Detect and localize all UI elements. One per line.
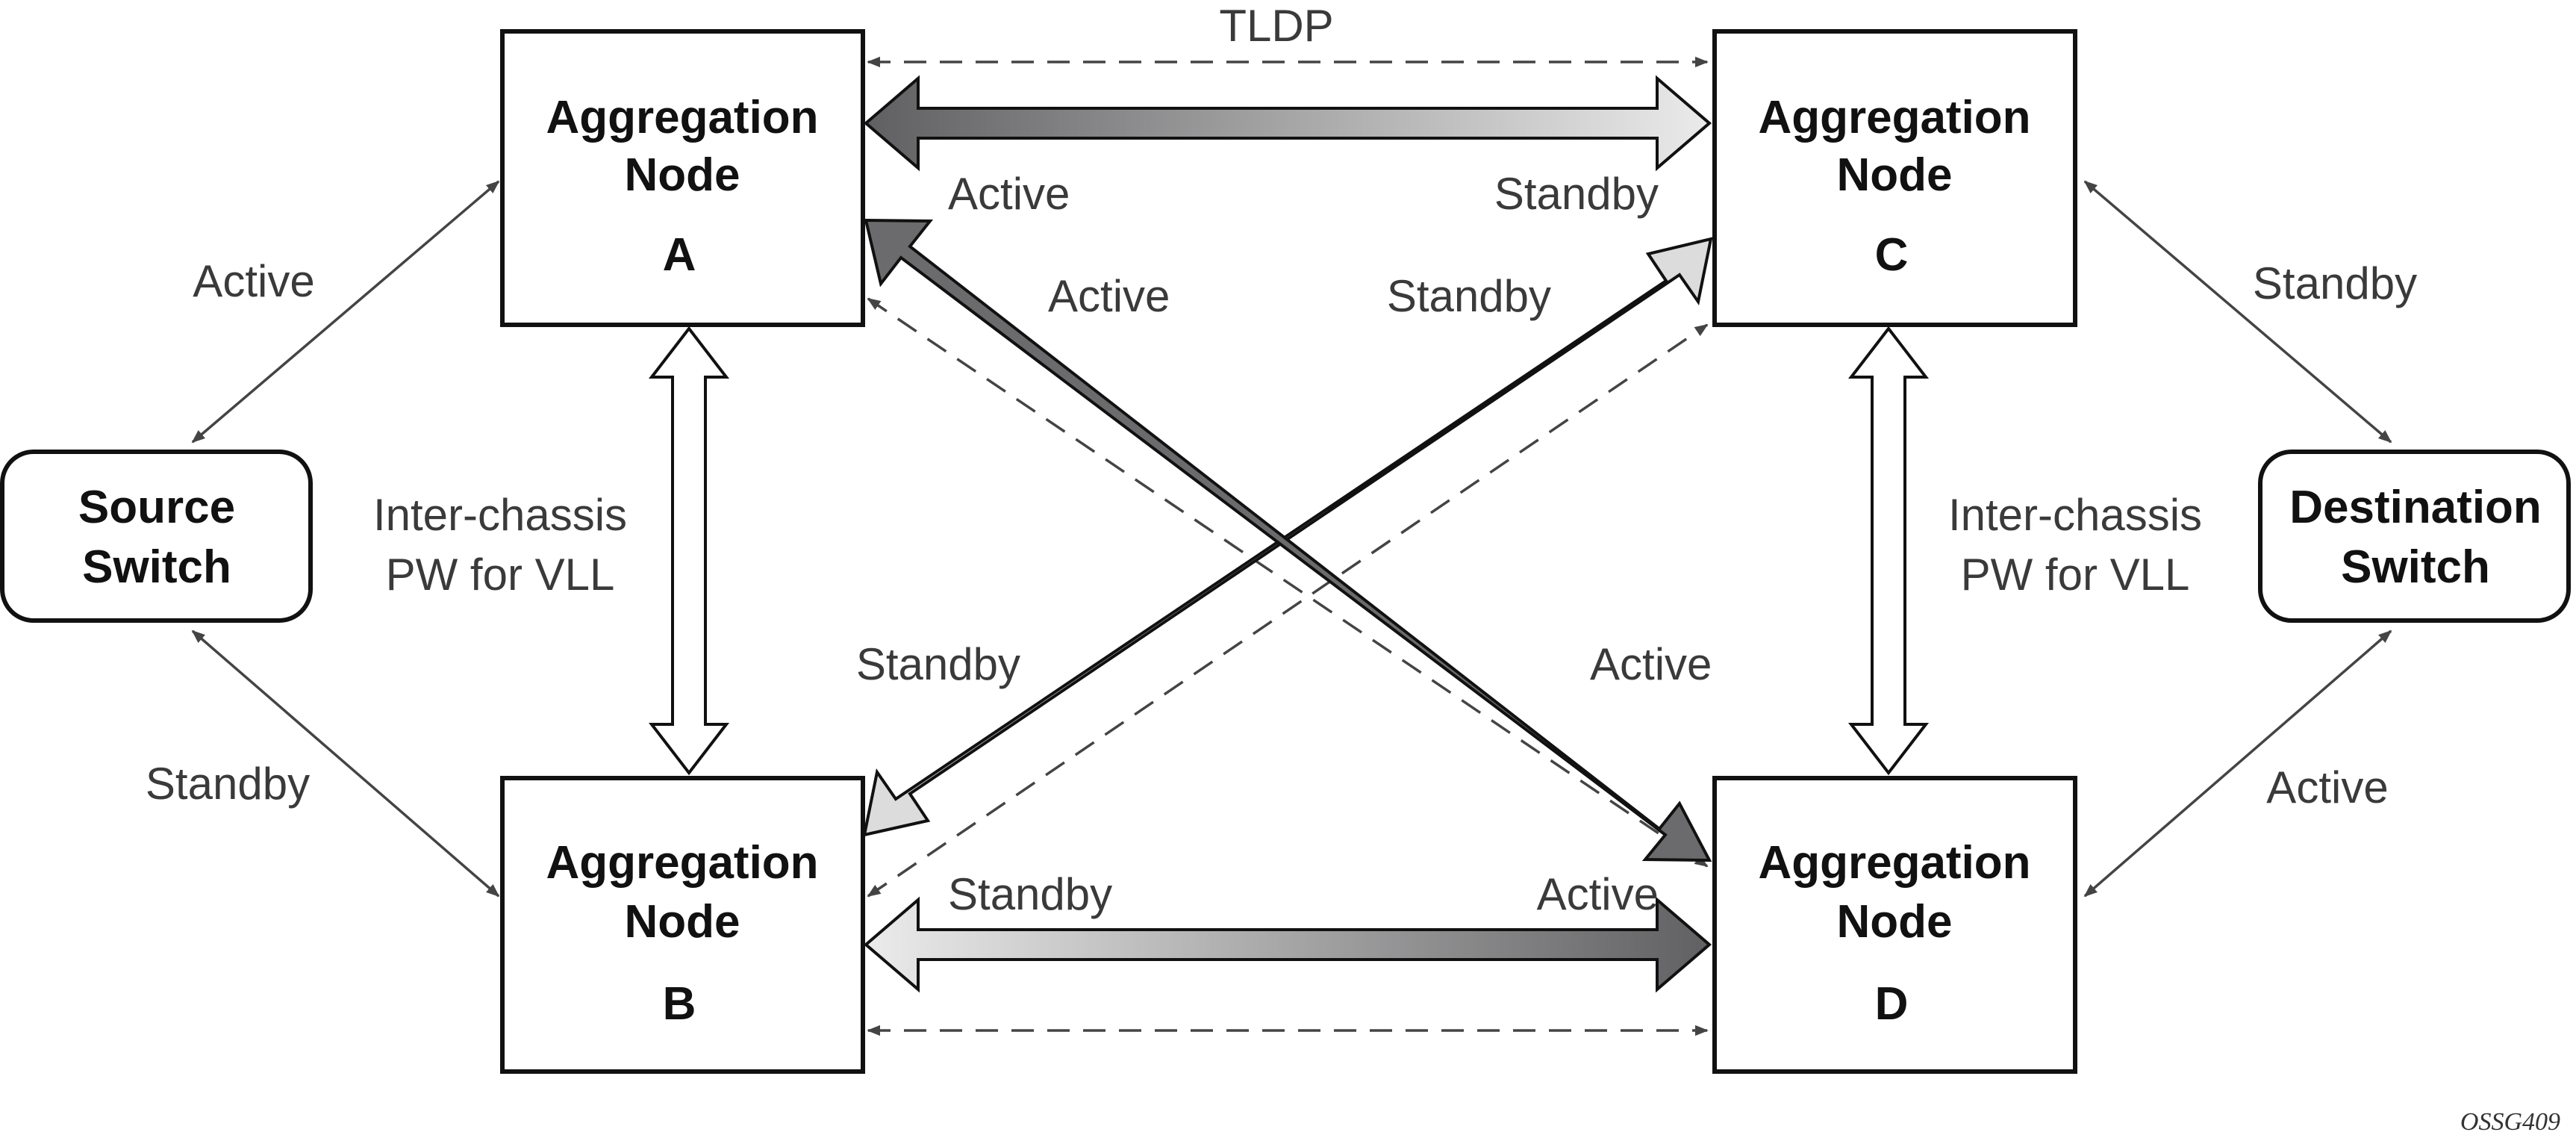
access-link-source-b (191, 629, 500, 898)
node-b-line2: Node (625, 896, 740, 948)
pw-arrow-b-c (862, 237, 1713, 837)
tldp-link-bc (867, 323, 1709, 898)
ad-d-state-label: Active (1590, 639, 1712, 689)
pw-arrow-a-c (863, 75, 1712, 172)
interchassis-right-line1: Inter-chassis (1948, 490, 2202, 540)
interchassis-left-line1: Inter-chassis (373, 490, 627, 540)
tldp-label: TLDP (1219, 1, 1333, 51)
tldp-link-ad (867, 297, 1709, 868)
access-link-dest-c (2083, 180, 2392, 444)
node-d-line1: Aggregation (1758, 837, 2030, 889)
source-switch: Source Switch (0, 450, 313, 623)
interchassis-arrow-left (648, 326, 730, 776)
node-b-line1: Aggregation (546, 837, 818, 889)
bd-b-state-label: Standby (948, 869, 1112, 919)
ac-a-state-label: Active (948, 169, 1070, 219)
source-switch-line2: Switch (82, 541, 231, 593)
node-c-letter: C (1875, 229, 1909, 281)
bc-c-state-label: Standby (1387, 271, 1551, 321)
node-a-line2: Node (625, 149, 740, 201)
interchassis-arrow-right (1847, 326, 1930, 776)
ad-a-state-label: Active (1048, 271, 1170, 321)
aggregation-node-d: Aggregation Node D (1712, 776, 2077, 1074)
pw-arrow-a-d (864, 218, 1712, 862)
destination-switch: Destination Switch (2258, 450, 2571, 623)
destination-switch-line1: Destination (2289, 482, 2542, 533)
aggregation-node-a: Aggregation Node A (500, 29, 865, 327)
node-b-letter: B (663, 978, 696, 1030)
pw-arrow-b-d (863, 896, 1712, 993)
aggregation-node-b: Aggregation Node B (500, 776, 865, 1074)
interchassis-right-line2: PW for VLL (1961, 550, 2190, 600)
source-switch-line1: Source (78, 482, 235, 533)
bc-b-state-label: Standby (856, 639, 1020, 689)
dest-d-state-label: Active (2266, 762, 2388, 812)
node-c-line2: Node (1837, 149, 1953, 201)
interchassis-left-line2: PW for VLL (386, 550, 615, 600)
bd-d-state-label: Active (1537, 869, 1659, 919)
aggregation-node-c: Aggregation Node C (1712, 29, 2077, 327)
node-a-letter: A (663, 229, 696, 281)
figure-id: OSSG409 (2460, 1108, 2560, 1136)
node-c-line1: Aggregation (1758, 92, 2030, 143)
node-d-line2: Node (1837, 896, 1953, 948)
dest-c-state-label: Standby (2253, 258, 2417, 308)
source-a-state-label: Active (193, 256, 314, 306)
ac-c-state-label: Standby (1494, 169, 1659, 219)
source-b-state-label: Standby (146, 759, 310, 809)
access-link-dest-d (2083, 629, 2392, 898)
node-d-letter: D (1875, 978, 1909, 1030)
node-a-line1: Aggregation (546, 92, 818, 143)
destination-switch-line2: Switch (2341, 541, 2490, 593)
access-link-source-a (191, 180, 500, 444)
